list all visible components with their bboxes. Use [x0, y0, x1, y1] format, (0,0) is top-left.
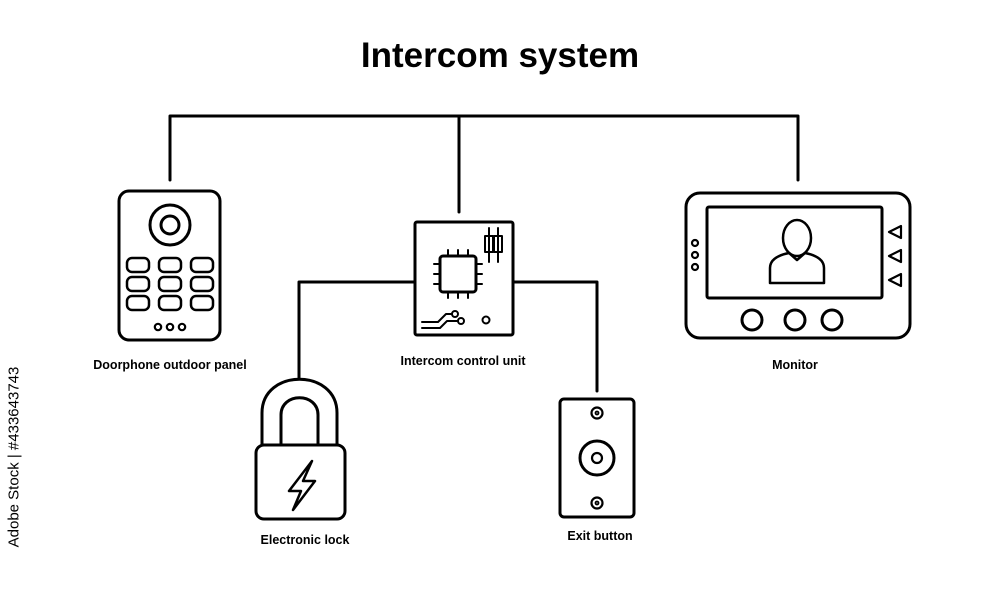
label-lock: Electronic lock	[260, 533, 350, 547]
connection-lines	[168, 114, 800, 393]
monitor-icon	[684, 191, 912, 340]
stock-watermark-id: Adobe Stock | #433643743	[4, 362, 24, 552]
label-exit-button: Exit button	[567, 529, 633, 543]
outdoor-panel-icon	[117, 189, 222, 342]
person-icon	[768, 218, 826, 285]
control-unit-icon	[413, 220, 515, 337]
line-top-bus	[168, 114, 800, 182]
line-lock	[297, 280, 417, 380]
diagram-title: Intercom system	[360, 36, 640, 75]
label-control-unit: Intercom control unit	[400, 354, 526, 368]
stock-id-text: Adobe Stock | #433643743	[5, 366, 23, 548]
line-exit-button	[511, 280, 599, 393]
exit-button-icon	[558, 397, 636, 519]
label-monitor: Monitor	[772, 358, 818, 372]
lock-icon	[254, 377, 347, 521]
label-outdoor-panel: Doorphone outdoor panel	[93, 358, 247, 372]
